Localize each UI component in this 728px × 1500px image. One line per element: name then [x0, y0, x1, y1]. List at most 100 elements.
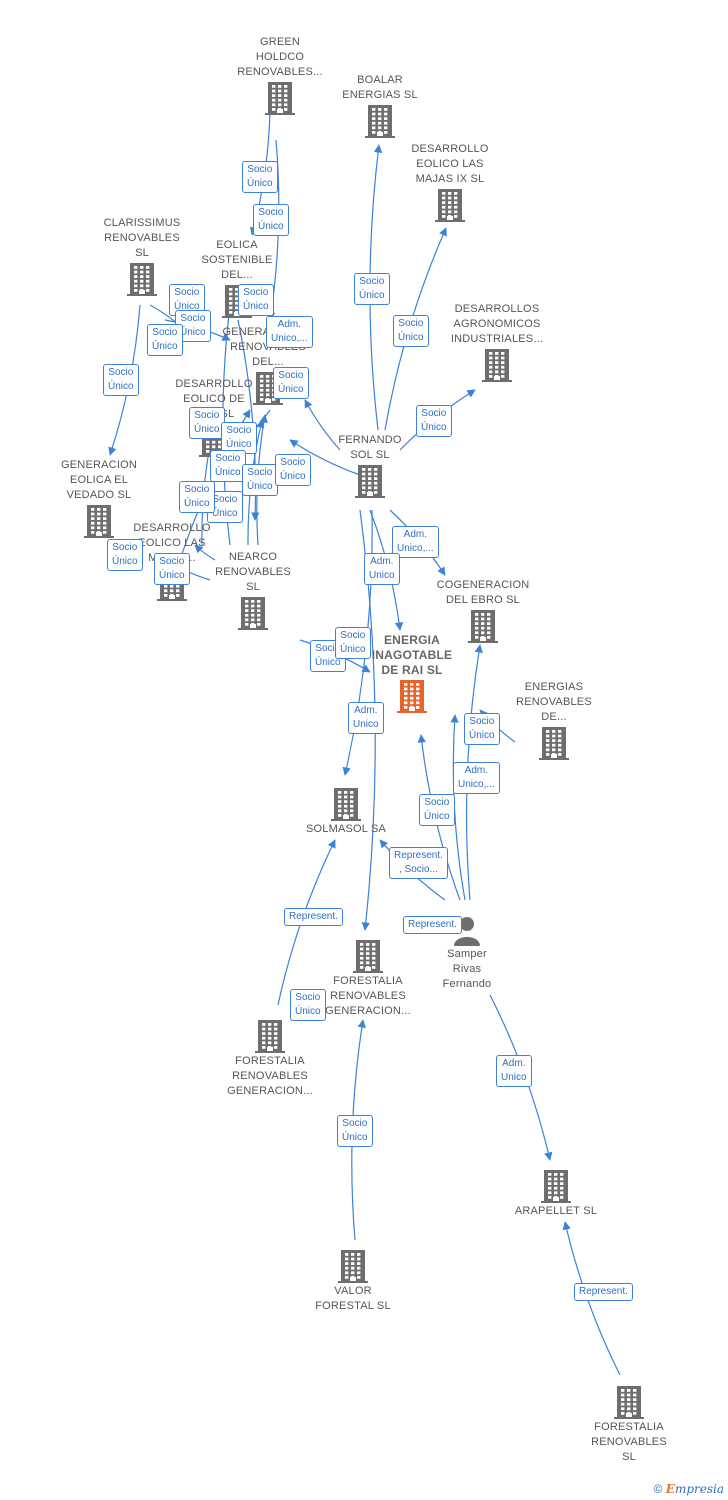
node-solmasol[interactable]: SOLMASOL SA [276, 786, 416, 837]
edge-label-line: Unico [501, 1072, 527, 1083]
edge-label-line: Adm. [370, 556, 394, 567]
node-label-line: EOLICA [216, 239, 258, 251]
node-label-line: MAJAS IX SL [415, 173, 485, 185]
node-label-line: DESARROLLOS [454, 303, 540, 315]
edge-label-line: Único [247, 178, 273, 189]
edge-label[interactable]: Adm.Unico,... [453, 762, 500, 794]
edge-label-line: Único [469, 730, 495, 741]
edge-label-line: Represent. [408, 919, 457, 930]
edge-label-line: Socio [184, 484, 210, 495]
footer-brand[interactable]: © Empresia [654, 1482, 724, 1496]
edge-label-line: Socio [247, 467, 273, 478]
edge-label[interactable]: Adm.Unico,... [392, 526, 439, 558]
edge-label[interactable]: Adm.Unico [364, 553, 400, 585]
edge-label-line: Adm. [502, 1058, 526, 1069]
edge-label-line: Único [212, 508, 238, 519]
edge-label[interactable]: Represent., Socio... [389, 847, 448, 879]
node-label-line: SL [622, 1451, 636, 1463]
edge-label-line: Único [152, 341, 178, 352]
building-icon [200, 1018, 340, 1054]
node-label-line: RENOVABLES [215, 566, 291, 578]
edge-label-line: Socio [212, 494, 238, 505]
edge-label[interactable]: Adm. Unico [496, 1055, 532, 1087]
edge-label[interactable]: Represent. [574, 1283, 633, 1301]
node-label-line: INDUSTRIALES... [450, 333, 544, 345]
edge-label[interactable]: Adm.Unico,... [266, 316, 313, 348]
node-label-line: RENOVABLES [591, 1436, 667, 1448]
node-label: SOLMASOL SA [276, 822, 416, 837]
node-label-line: EOLICO DE [183, 393, 245, 405]
edge-label[interactable]: Represent. [284, 908, 343, 926]
node-label-line: BOALAR [357, 74, 403, 86]
edge-label-line: Único [278, 384, 304, 395]
building-icon [380, 187, 520, 223]
edge-label[interactable]: Adm.Unico [348, 702, 384, 734]
node-label-line: DE RAI SL [381, 663, 443, 677]
building-icon [298, 938, 438, 974]
edge-label-line: Socio [243, 287, 269, 298]
edge-label-line: Único [359, 290, 385, 301]
node-label-line: ENERGIA [383, 633, 441, 647]
edge-label-line: Socio [315, 643, 341, 654]
node-label-line: SL [135, 247, 149, 259]
edge-label-line: Único [174, 301, 200, 312]
node-label-line: RENOVABLES [232, 1070, 308, 1082]
node-label-line: CLARISSIMUS [103, 217, 181, 229]
node-arapellet[interactable]: ARAPELLET SL [486, 1168, 626, 1219]
edge-label-line: Socio [342, 1118, 368, 1129]
edge-label-line: Único [247, 481, 273, 492]
edge-label-line: Socio [180, 313, 206, 324]
node-label-line: VEDADO SL [66, 489, 132, 501]
edge-label-line: Socio [359, 276, 385, 287]
edge-label-line: Único [342, 1132, 368, 1143]
node-label-line: FORESTALIA [235, 1055, 305, 1067]
edge-label[interactable]: Represent. [403, 916, 462, 934]
